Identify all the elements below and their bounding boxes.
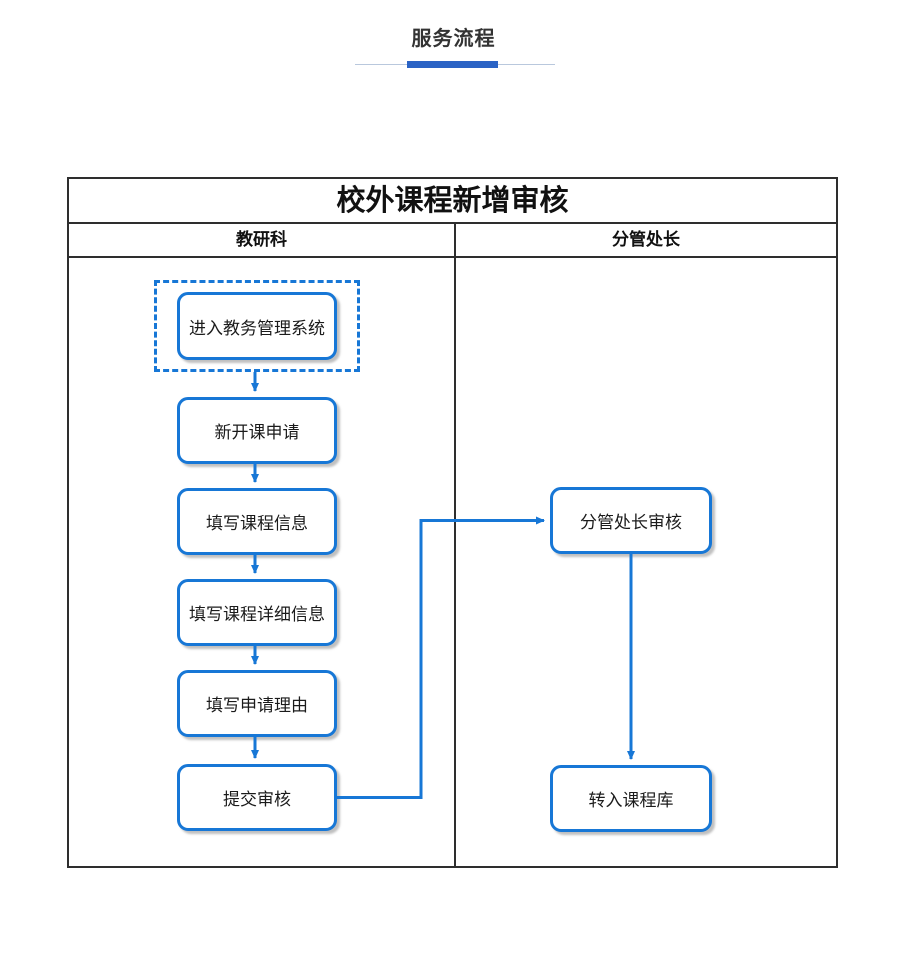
page-title: 服务流程 [411,28,496,50]
page-header: 服务流程 [0,22,907,68]
flowchart-title: 校外课程新增审核 [69,179,836,224]
underline-accent-bar [407,61,498,68]
node-director-review: 分管处长审核 [550,487,712,554]
node-fill-apply-reason: 填写申请理由 [177,670,337,737]
swimlane-headers: 教研科 分管处长 [69,224,836,258]
node-to-course-library: 转入课程库 [550,765,712,832]
swimlane-divider [454,258,456,866]
column-header-deputy-director: 分管处长 [454,224,836,256]
node-fill-course-detail: 填写课程详细信息 [177,579,337,646]
node-submit-review: 提交审核 [177,764,337,831]
title-underline-decoration [355,61,555,69]
node-fill-course-info: 填写课程信息 [177,488,337,555]
swimlane-body: 进入教务管理系统 新开课申请 填写课程信息 填写课程详细信息 填写申请理由 提交… [69,258,836,866]
node-new-course-application: 新开课申请 [177,397,337,464]
node-enter-system: 进入教务管理系统 [177,292,337,360]
start-node-dashed-highlight [154,280,360,372]
column-header-teaching-research-section: 教研科 [236,230,287,249]
flowchart-frame: 校外课程新增审核 教研科 分管处长 进入教务管理系统 新开课申请 填写课程信息 … [67,177,838,868]
arrow-submit-to-director-review [337,516,545,799]
